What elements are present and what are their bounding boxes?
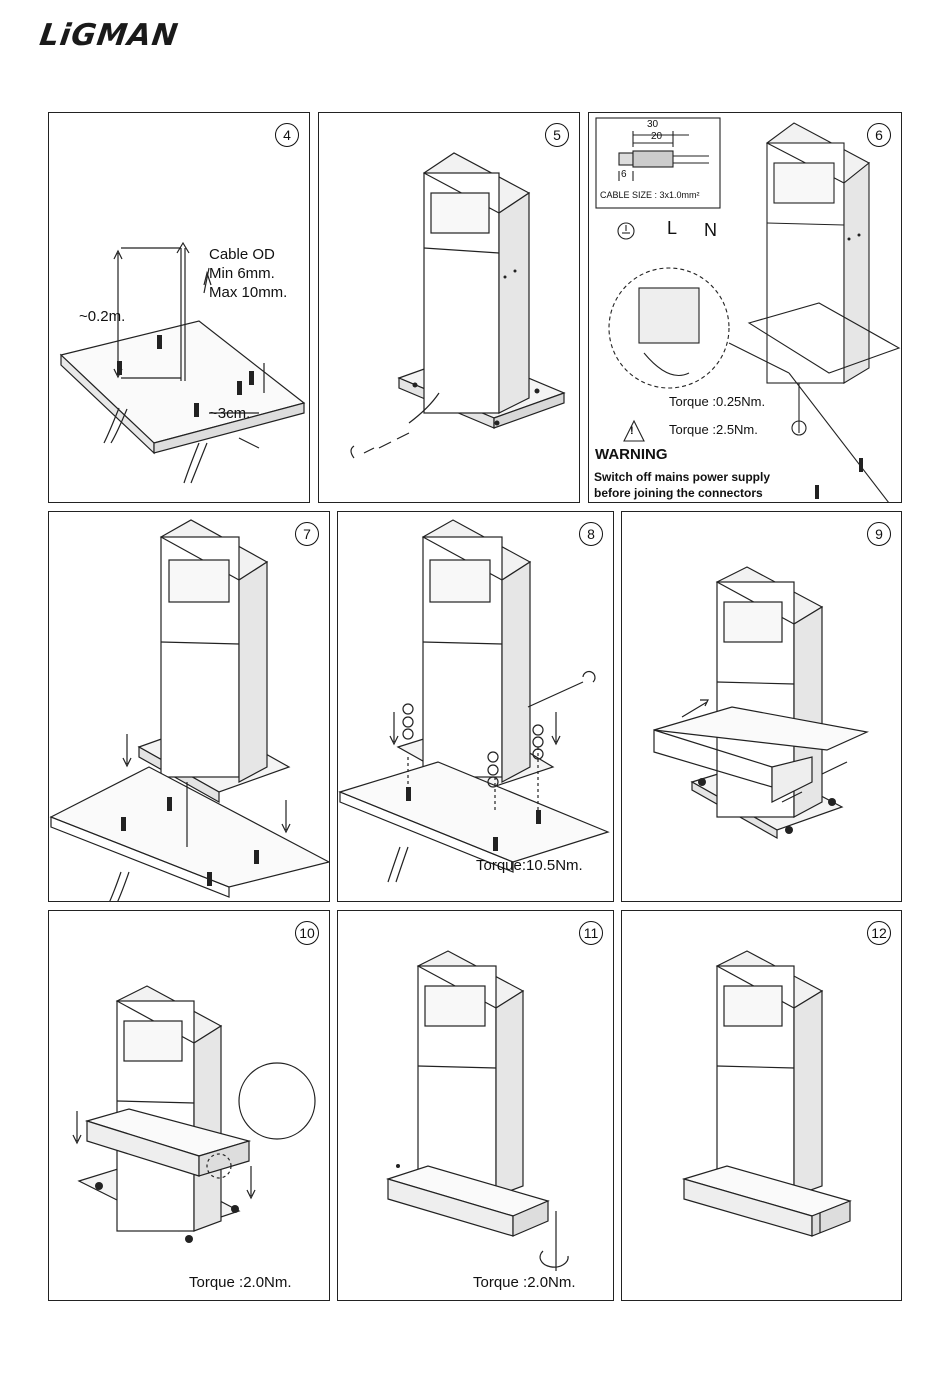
step-9-illustration [622, 512, 902, 902]
torque-label: Torque :2.0Nm. [189, 1274, 292, 1291]
live-label: L [667, 218, 677, 239]
warning-title: WARNING [595, 446, 668, 463]
step-10-illustration [49, 911, 330, 1301]
step-8-illustration [338, 512, 614, 902]
dim-6: 6 [621, 169, 627, 180]
dim-30: 30 [647, 119, 658, 130]
step-11-illustration [338, 911, 614, 1301]
cable-size-label: CABLE SIZE : 3x1.0mm² [600, 190, 700, 200]
step-5-illustration [319, 113, 580, 503]
warning-line-1: Switch off mains power supply [594, 470, 770, 484]
torque-small-label: Torque :0.25Nm. [669, 394, 765, 409]
torque-label: Torque :2.0Nm. [473, 1274, 576, 1291]
cable-max-label: Max 10mm. [209, 284, 287, 301]
step-8-panel: 8 Torque:10.5Nm. [337, 511, 614, 902]
torque-label: Torque:10.5Nm. [476, 857, 583, 874]
step-9-panel: 9 [621, 511, 902, 902]
step-10-panel: 10 Torque :2.0Nm. [48, 910, 330, 1301]
neutral-label: N [704, 220, 717, 241]
warning-line-2: before joining the connectors [594, 486, 763, 500]
depth-label: ~0.2m. [79, 308, 125, 325]
step-5-panel: 5 [318, 112, 580, 503]
step-4-panel: 4 Cable OD Min 6 [48, 112, 310, 503]
step-12-illustration [622, 911, 902, 1301]
cable-od-label: Cable OD [209, 246, 275, 263]
protrude-label: ~3cm. [209, 405, 250, 422]
ligman-logo: LiGMAN [38, 18, 181, 53]
dim-20: 20 [651, 131, 662, 142]
step-6-illustration [589, 113, 902, 503]
step-12-panel: 12 [621, 910, 902, 1301]
step-7-illustration [49, 512, 330, 902]
cable-min-label: Min 6mm. [209, 265, 275, 282]
step-6-panel: 6 [588, 112, 902, 503]
step-7-panel: 7 [48, 511, 330, 902]
torque-large-label: Torque :2.5Nm. [669, 422, 758, 437]
step-11-panel: 11 Torque :2.0Nm. [337, 910, 614, 1301]
warning-mark: ! [630, 425, 634, 437]
